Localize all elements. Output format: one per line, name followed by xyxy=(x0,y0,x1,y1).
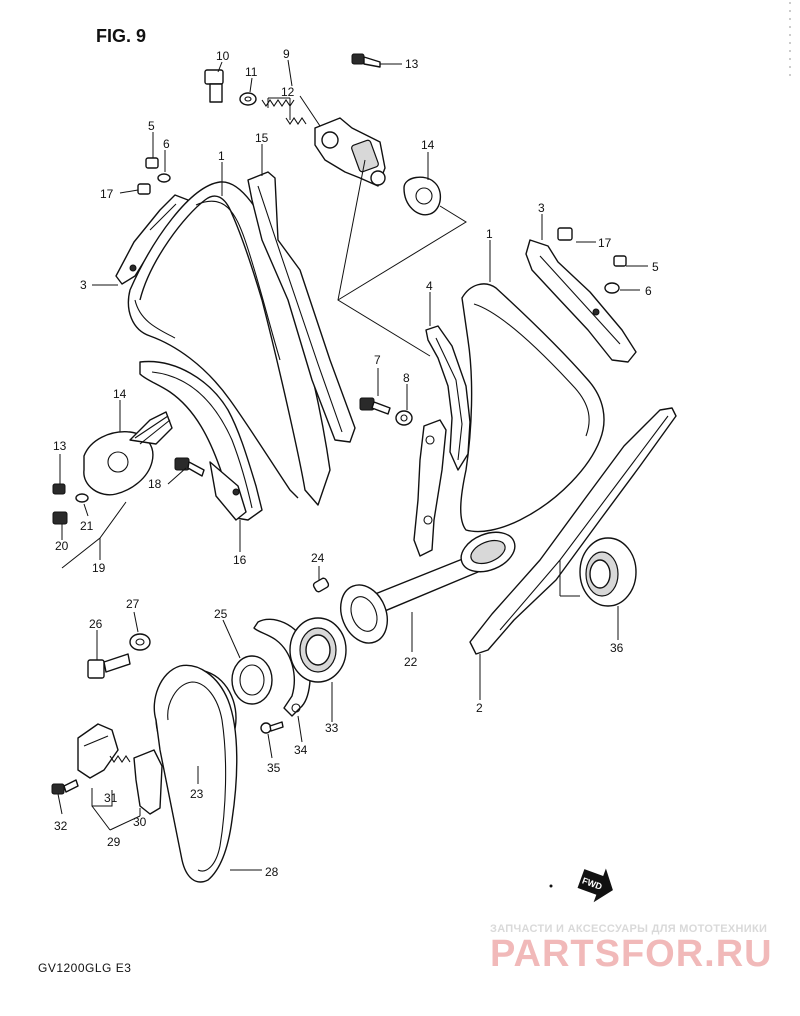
callout-18: 18 xyxy=(148,477,162,491)
chain-guide-part-15 xyxy=(247,171,356,443)
washer-part-21 xyxy=(75,493,89,503)
chain-guide-left-part-3 xyxy=(115,194,189,285)
chain-guide-part-16 xyxy=(139,360,263,521)
callout-35: 35 xyxy=(267,761,281,775)
callout-34: 34 xyxy=(294,743,308,757)
callout-27: 27 xyxy=(126,597,140,611)
gasket-part-11 xyxy=(239,92,257,106)
callout-32: 32 xyxy=(54,819,68,833)
callout-1-right: 1 xyxy=(486,227,493,241)
bolt-part-17-left xyxy=(137,183,151,195)
callout-2: 2 xyxy=(476,701,483,715)
bolt-part-7 xyxy=(359,397,391,415)
washer-part-6-left xyxy=(157,173,171,183)
callout-14-top: 14 xyxy=(421,138,435,152)
callout-1-left: 1 xyxy=(218,149,225,163)
callout-24: 24 xyxy=(311,551,325,565)
callout-10: 10 xyxy=(216,49,230,63)
tensioner-shoe-part-30 xyxy=(133,749,163,815)
callout-31: 31 xyxy=(104,791,118,805)
callout-3-right: 3 xyxy=(538,201,545,215)
callout-25: 25 xyxy=(214,607,228,621)
callout-13-left: 13 xyxy=(53,439,67,453)
gasket-part-14-top xyxy=(403,176,441,216)
bearing-part-36 xyxy=(579,537,637,607)
callout-13-top: 13 xyxy=(405,57,419,71)
tensioner-body-part-29 xyxy=(77,723,119,779)
callout-20: 20 xyxy=(55,539,69,553)
washer-part-6-right xyxy=(604,282,620,294)
oil-seal-part-25 xyxy=(231,655,273,705)
callout-17-right: 17 xyxy=(598,236,612,250)
bolt-part-20 xyxy=(52,511,68,525)
callout-6-right: 6 xyxy=(645,284,652,298)
callout-labels: 10 9 11 12 13 14 5 6 17 3 1 15 1 4 3 17 … xyxy=(53,47,659,879)
tensioner-assembly-top xyxy=(204,53,467,357)
callout-17-left: 17 xyxy=(100,187,114,201)
bearing-part-33 xyxy=(289,617,347,683)
bolt-part-18 xyxy=(174,457,205,477)
callout-26: 26 xyxy=(89,617,103,631)
callout-29: 29 xyxy=(107,835,121,849)
washer-part-8 xyxy=(395,410,413,426)
cam-chain-right-part-1 xyxy=(460,283,605,533)
callout-19: 19 xyxy=(92,561,106,575)
watermark-tagline: ЗАПЧАСТИ И АКСЕССУАРЫ ДЛЯ МОТОТЕХНИКИ xyxy=(490,923,767,935)
bolt-part-26 xyxy=(87,653,131,679)
leader-lines xyxy=(57,59,648,871)
chain-guide-part-2 xyxy=(469,407,677,655)
primary-chain-part-28 xyxy=(153,664,238,883)
bolt-part-5-right xyxy=(613,255,627,267)
tensioner-slider-center xyxy=(413,419,447,557)
callout-7: 7 xyxy=(374,353,381,367)
callout-14-left: 14 xyxy=(113,387,127,401)
cap-bolt-part-10 xyxy=(204,69,224,103)
washer-part-27 xyxy=(129,633,151,651)
callout-22: 22 xyxy=(404,655,418,669)
callout-5-right: 5 xyxy=(652,260,659,274)
chain-guide-part-4 xyxy=(425,325,471,471)
dowel-pin-part-24 xyxy=(312,577,330,593)
callout-16: 16 xyxy=(233,553,247,567)
watermark-brand: PARTSFOR.RU xyxy=(490,933,773,975)
spring-part-12 xyxy=(261,99,307,125)
tensioner-body-part-9 xyxy=(314,117,386,187)
bolt-part-5-left xyxy=(145,157,159,169)
callout-3-left: 3 xyxy=(80,278,87,292)
figure-title: FIG. 9 xyxy=(96,26,146,46)
callout-9: 9 xyxy=(283,47,290,61)
callout-4: 4 xyxy=(426,279,433,293)
callout-36: 36 xyxy=(610,641,624,655)
callout-15: 15 xyxy=(255,131,269,145)
screw-part-35 xyxy=(260,721,284,734)
watermark: ЗАПЧАСТИ И АКСЕССУАРЫ ДЛЯ МОТОТЕХНИКИ PA… xyxy=(490,923,773,975)
callout-21: 21 xyxy=(80,519,94,533)
callout-33: 33 xyxy=(325,721,339,735)
callout-6-left: 6 xyxy=(163,137,170,151)
camshaft-part-22 xyxy=(340,531,516,644)
model-code: GV1200GLG E3 xyxy=(38,961,131,975)
spring-part-31 xyxy=(109,755,131,763)
chain-guide-right-part-3 xyxy=(525,239,637,363)
callout-5-left: 5 xyxy=(148,119,155,133)
tensioner-body-part-14-left xyxy=(83,411,173,496)
callout-12: 12 xyxy=(281,85,295,99)
bolt-part-13-top xyxy=(351,53,381,68)
callout-28: 28 xyxy=(265,865,279,879)
bolt-part-17-right xyxy=(557,227,573,241)
fwd-arrow-icon: FWD xyxy=(577,868,613,903)
bolt-part-13-left xyxy=(52,483,66,495)
callout-30: 30 xyxy=(133,815,147,829)
callout-8: 8 xyxy=(403,371,410,385)
bolt-part-32 xyxy=(51,779,79,795)
callout-11: 11 xyxy=(245,65,258,79)
callout-23: 23 xyxy=(190,787,204,801)
